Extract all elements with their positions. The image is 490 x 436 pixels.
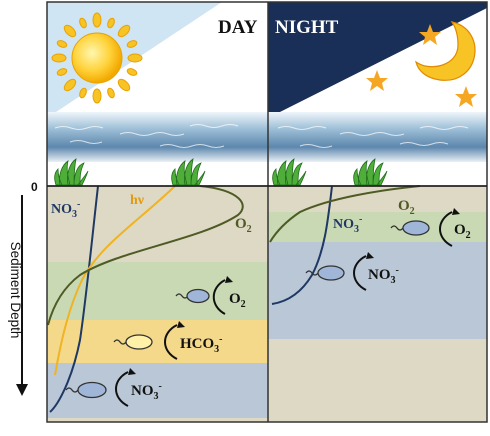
night-nitrate-curve-label: NO3- [333, 214, 362, 235]
day-nitrate-curve [49, 185, 99, 413]
star-icon [419, 24, 441, 45]
night-title: NIGHT [275, 17, 339, 38]
cycle-arrow-icon [353, 252, 374, 291]
cycle-arrow-icon [164, 321, 185, 360]
sediment-depth-axis-label: Sediment Depth [8, 242, 23, 339]
star-icon [455, 86, 477, 107]
microbe-icon [65, 381, 107, 399]
seagrass-icon [54, 158, 89, 186]
night-nitrate-zone [268, 242, 487, 339]
day-water [47, 112, 268, 162]
microbe-icon [305, 265, 345, 281]
day-carbonate-zone-process: HCO3- [113, 321, 223, 360]
day-carbonate-zone-label: HCO3- [180, 334, 223, 355]
day-oxygen-zone-process: O2 [175, 276, 246, 315]
microbe-icon [113, 334, 153, 350]
depth-zero-label: 0 [31, 180, 38, 194]
night-oxygen-curve [269, 185, 421, 243]
night-nitrate-zone-process: NO3- [305, 252, 399, 291]
night-nitrate-zone-label: NO3- [368, 265, 399, 286]
down-arrow-icon [16, 195, 28, 396]
seagrass-icon [353, 158, 388, 186]
microbe-icon [175, 288, 210, 304]
day-oxygen-curve [47, 185, 244, 326]
night-water [268, 112, 487, 162]
panel-borders [46, 1, 488, 423]
cycle-arrow-icon [439, 208, 460, 247]
day-nitrate-zone-label: NO3- [131, 381, 162, 402]
seagrass-icon [171, 158, 206, 186]
night-oxygen-zone-label: O2 [454, 222, 471, 241]
moon-icon [415, 21, 476, 81]
day-light-curve-label: hν [130, 193, 145, 208]
day-oxygen-curve-label: O2 [235, 216, 252, 235]
microbe-icon [390, 220, 430, 236]
night-oxygen-zone-process: O2 [390, 208, 471, 247]
day-light-curve [54, 185, 176, 376]
sun-icon [51, 12, 143, 104]
day-title: DAY [218, 17, 258, 38]
cycle-arrow-icon [115, 368, 136, 407]
night-oxygen-curve-label: O2 [398, 198, 415, 217]
day-carbonate-zone [47, 320, 268, 363]
day-nitrate-zone-process: NO3- [65, 368, 162, 407]
night-nitrate-curve [271, 185, 333, 305]
seagrass-icon [272, 158, 307, 186]
day-oxygen-zone-label: O2 [229, 291, 246, 310]
night-oxygen-zone [268, 212, 487, 242]
day-nitrate-curve-label: NO3- [51, 199, 80, 220]
star-icon [366, 70, 388, 91]
day-panel: DAY NO3- hν O2 [47, 2, 268, 422]
night-panel: NIGHT O2 NO3- [268, 2, 487, 422]
cycle-arrow-icon [212, 276, 233, 315]
